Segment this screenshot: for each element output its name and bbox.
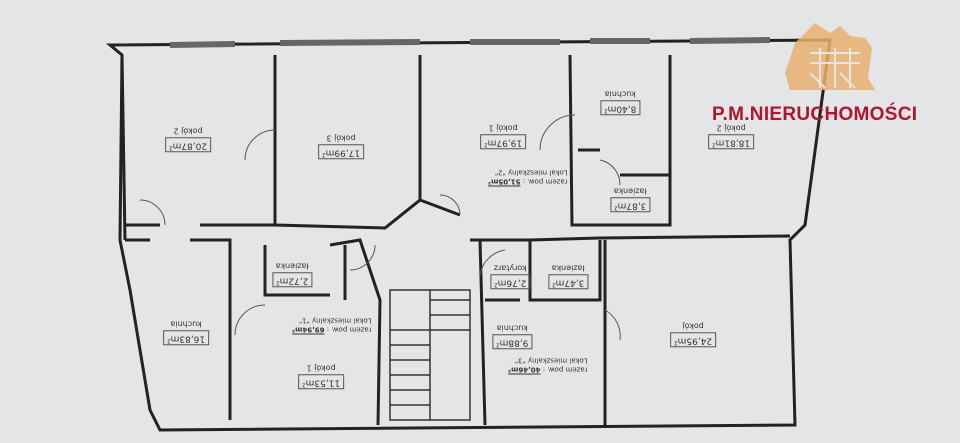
- room-name: pokój 3: [326, 133, 356, 142]
- room-label: 20,87m² pokój 2: [165, 125, 212, 153]
- total-area: 69,94m²: [292, 325, 325, 334]
- room-label: 16,83m² kuchnia: [163, 318, 210, 346]
- room-area: 11,53m²: [298, 374, 345, 390]
- room-name: kuchnia: [496, 323, 528, 332]
- room-name: pokój: [682, 321, 704, 330]
- apartment-title: Lokal mieszkalny "3": [514, 356, 588, 365]
- room-label: 19,97m² pokój 1: [480, 122, 527, 150]
- room-label: 17,99m² pokój 3: [318, 132, 365, 160]
- total-label: razem pow. :: [326, 325, 372, 334]
- room-name: pokój 1: [488, 123, 518, 132]
- house-logo-icon: [785, 23, 875, 90]
- apartment-title: Lokal mieszkalny "1": [298, 316, 372, 325]
- room-label: 2,76m² korytarz: [490, 262, 531, 290]
- apartment-title: Lokal mieszkalny "2": [494, 168, 568, 177]
- room-label: 11,53m² pokój 1: [298, 362, 345, 390]
- room-name: korytarz: [493, 263, 527, 272]
- room-name: kuchnia: [170, 319, 202, 328]
- room-label: 2,72m² łazienka: [272, 260, 313, 288]
- room-label: 24,95m² pokój: [670, 320, 717, 348]
- room-name: kuchnia: [604, 89, 636, 98]
- room-area: 18,81m²: [708, 134, 755, 150]
- room-name: łazienka: [613, 186, 647, 195]
- room-label: 3,47m² łazienka: [548, 262, 589, 290]
- room-area: 19,97m²: [480, 134, 527, 150]
- total-label: razem pow. :: [522, 177, 568, 186]
- room-area: 2,72m²: [272, 272, 313, 288]
- room-label: 3,87m² łazienka: [610, 185, 651, 213]
- room-area: 16,83m²: [163, 330, 210, 346]
- room-area: 3,87m²: [610, 197, 651, 213]
- brand-name: P.M.NIERUCHOMOŚCI: [712, 104, 918, 125]
- total-area: 51,05m²: [488, 177, 521, 186]
- room-name: pokój 1: [306, 363, 336, 372]
- total-label: razem pow. :: [542, 365, 588, 374]
- room-area: 20,87m²: [165, 137, 212, 153]
- room-name: pokój 2: [173, 126, 203, 135]
- room-name: łazienka: [551, 263, 585, 272]
- room-area: 9,88m²: [492, 334, 533, 350]
- room-area: 8,40m²: [600, 100, 641, 116]
- room-area: 3,47m²: [548, 274, 589, 290]
- total-area: 40,46m²: [508, 365, 541, 374]
- room-label: 9,88m² kuchnia: [492, 322, 533, 350]
- room-area: 2,76m²: [490, 274, 531, 290]
- room-label: 8,40m² kuchnia: [600, 88, 641, 116]
- room-area: 24,95m²: [670, 332, 717, 348]
- room-area: 17,99m²: [318, 144, 365, 160]
- room-name: łazienka: [275, 261, 309, 270]
